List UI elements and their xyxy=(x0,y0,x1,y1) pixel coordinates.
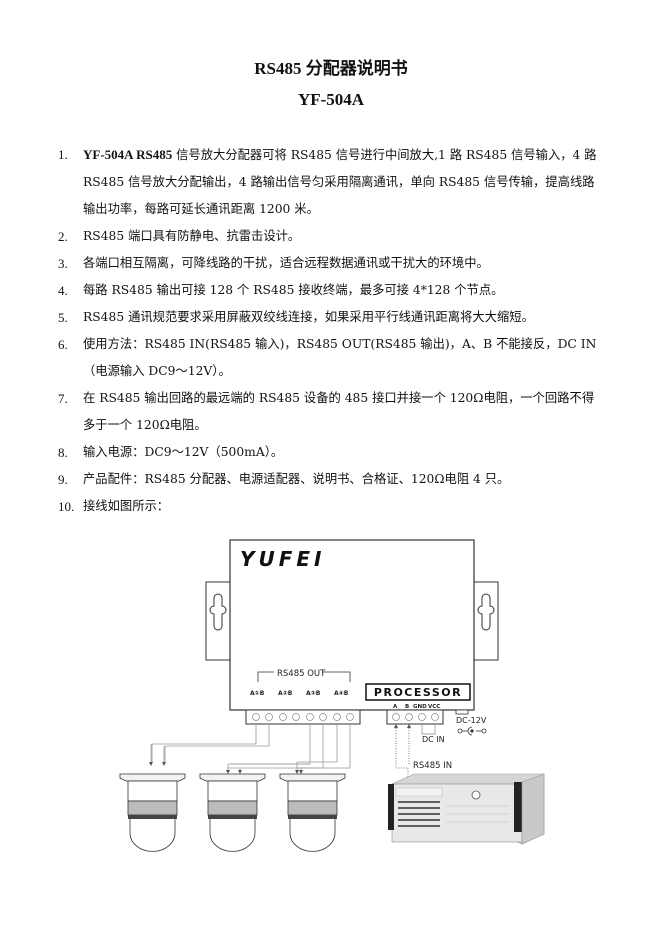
dc-in-label: DC IN xyxy=(422,735,445,744)
item-number: 9. xyxy=(58,472,68,487)
distributor-box xyxy=(229,539,475,711)
list-item: 3. 各端口相互隔离，可降线路的干扰，适合远程数据通讯或干扰大的环境中。 xyxy=(58,250,606,277)
rs485-out-label: RS485 OUT xyxy=(277,669,326,679)
item-number: 5. xyxy=(58,310,68,325)
svg-text:A③B: A③B xyxy=(306,690,321,697)
svg-text:GND: GND xyxy=(413,704,427,710)
svg-text:A②B: A②B xyxy=(278,690,293,697)
item-text: 在 RS485 输出回路的最远端的 RS485 设备的 485 接口并接一个 1… xyxy=(83,391,595,432)
list-item: 5. RS485 通讯规范要求采用屏蔽双绞线连接，如果采用平行线通讯距离将大大缩… xyxy=(58,304,606,331)
item-text: 各端口相互隔离，可降线路的干扰，适合远程数据通讯或干扰大的环境中。 xyxy=(83,256,489,270)
wiring-diagram: YUFEI RS485 OUT A①B A②B A③B A④B PROCESSO… xyxy=(100,530,560,880)
svg-text:A: A xyxy=(393,704,398,710)
item-text: 使用方法：RS485 IN(RS485 输入)，RS485 OUT(RS485 … xyxy=(83,337,597,378)
item-text: 输入电源：DC9～12V（500mA）。 xyxy=(83,445,284,459)
item-text: 产品配件：RS485 分配器、电源适配器、说明书、合格证、120Ω电阻 4 只。 xyxy=(83,472,510,486)
svg-text:A①B: A①B xyxy=(250,690,265,697)
list-item: 4. 每路 RS485 输出可接 128 个 RS485 接收终端，最多可接 4… xyxy=(58,277,606,304)
svg-text:A④B: A④B xyxy=(334,690,349,697)
item-number: 3. xyxy=(58,256,68,271)
list-item: 7. 在 RS485 输出回路的最远端的 RS485 设备的 485 接口并接一… xyxy=(58,385,606,439)
item-number: 2. xyxy=(58,229,68,244)
processor-label: PROCESSOR xyxy=(374,686,462,699)
list-item: 1. YF-504A RS485 信号放大分配器可将 RS485 信号进行中间放… xyxy=(58,141,606,223)
instruction-list: 1. YF-504A RS485 信号放大分配器可将 RS485 信号进行中间放… xyxy=(58,141,606,520)
list-item: 6. 使用方法：RS485 IN(RS485 输入)，RS485 OUT(RS4… xyxy=(58,331,606,385)
model-number: YF-504A xyxy=(297,90,365,109)
svg-text:VCC: VCC xyxy=(428,704,440,710)
item-text: RS485 端口具有防静电、抗雷击设计。 xyxy=(83,229,301,243)
brand-logo: YUFEI xyxy=(240,547,326,571)
item-text: 信号放大分配器可将 RS485 信号进行中间放大,1 路 RS485 信号输入，… xyxy=(83,148,597,216)
dome-camera-1 xyxy=(119,773,186,852)
item-number: 1. xyxy=(58,147,68,162)
item-text: 每路 RS485 输出可接 128 个 RS485 接收终端，最多可接 4*12… xyxy=(83,283,504,297)
item-bold-prefix: YF-504A RS485 xyxy=(83,147,173,162)
list-item: 2. RS485 端口具有防静电、抗雷击设计。 xyxy=(58,223,606,250)
item-text: RS485 通讯规范要求采用屏蔽双绞线连接，如果采用平行线通讯距离将大大缩短。 xyxy=(83,310,534,324)
item-number: 4. xyxy=(58,283,68,298)
item-number: 8. xyxy=(58,445,68,460)
dc-jack-icon xyxy=(457,726,487,736)
list-item: 10. 接线如图所示： xyxy=(58,493,606,520)
svg-text:B: B xyxy=(405,704,409,710)
mounting-ear-right xyxy=(473,581,499,661)
list-item: 8. 输入电源：DC9～12V（500mA）。 xyxy=(58,439,606,466)
rs485-in-label: RS485 IN xyxy=(413,761,452,771)
item-number: 7. xyxy=(58,391,68,406)
item-number: 6. xyxy=(58,337,68,352)
input-terminal-block xyxy=(386,709,444,725)
dome-camera-3 xyxy=(279,773,346,852)
mounting-ear-left xyxy=(205,581,231,661)
item-text: 接线如图所示： xyxy=(83,499,170,513)
industrial-pc-image xyxy=(388,773,545,845)
document-title: RS485 分配器说明书 xyxy=(254,59,408,78)
output-terminal-block xyxy=(245,709,361,725)
dome-camera-2 xyxy=(199,773,266,852)
item-number: 10. xyxy=(58,499,75,514)
dc-voltage-label: DC-12V xyxy=(456,716,487,725)
list-item: 9. 产品配件：RS485 分配器、电源适配器、说明书、合格证、120Ω电阻 4… xyxy=(58,466,606,493)
